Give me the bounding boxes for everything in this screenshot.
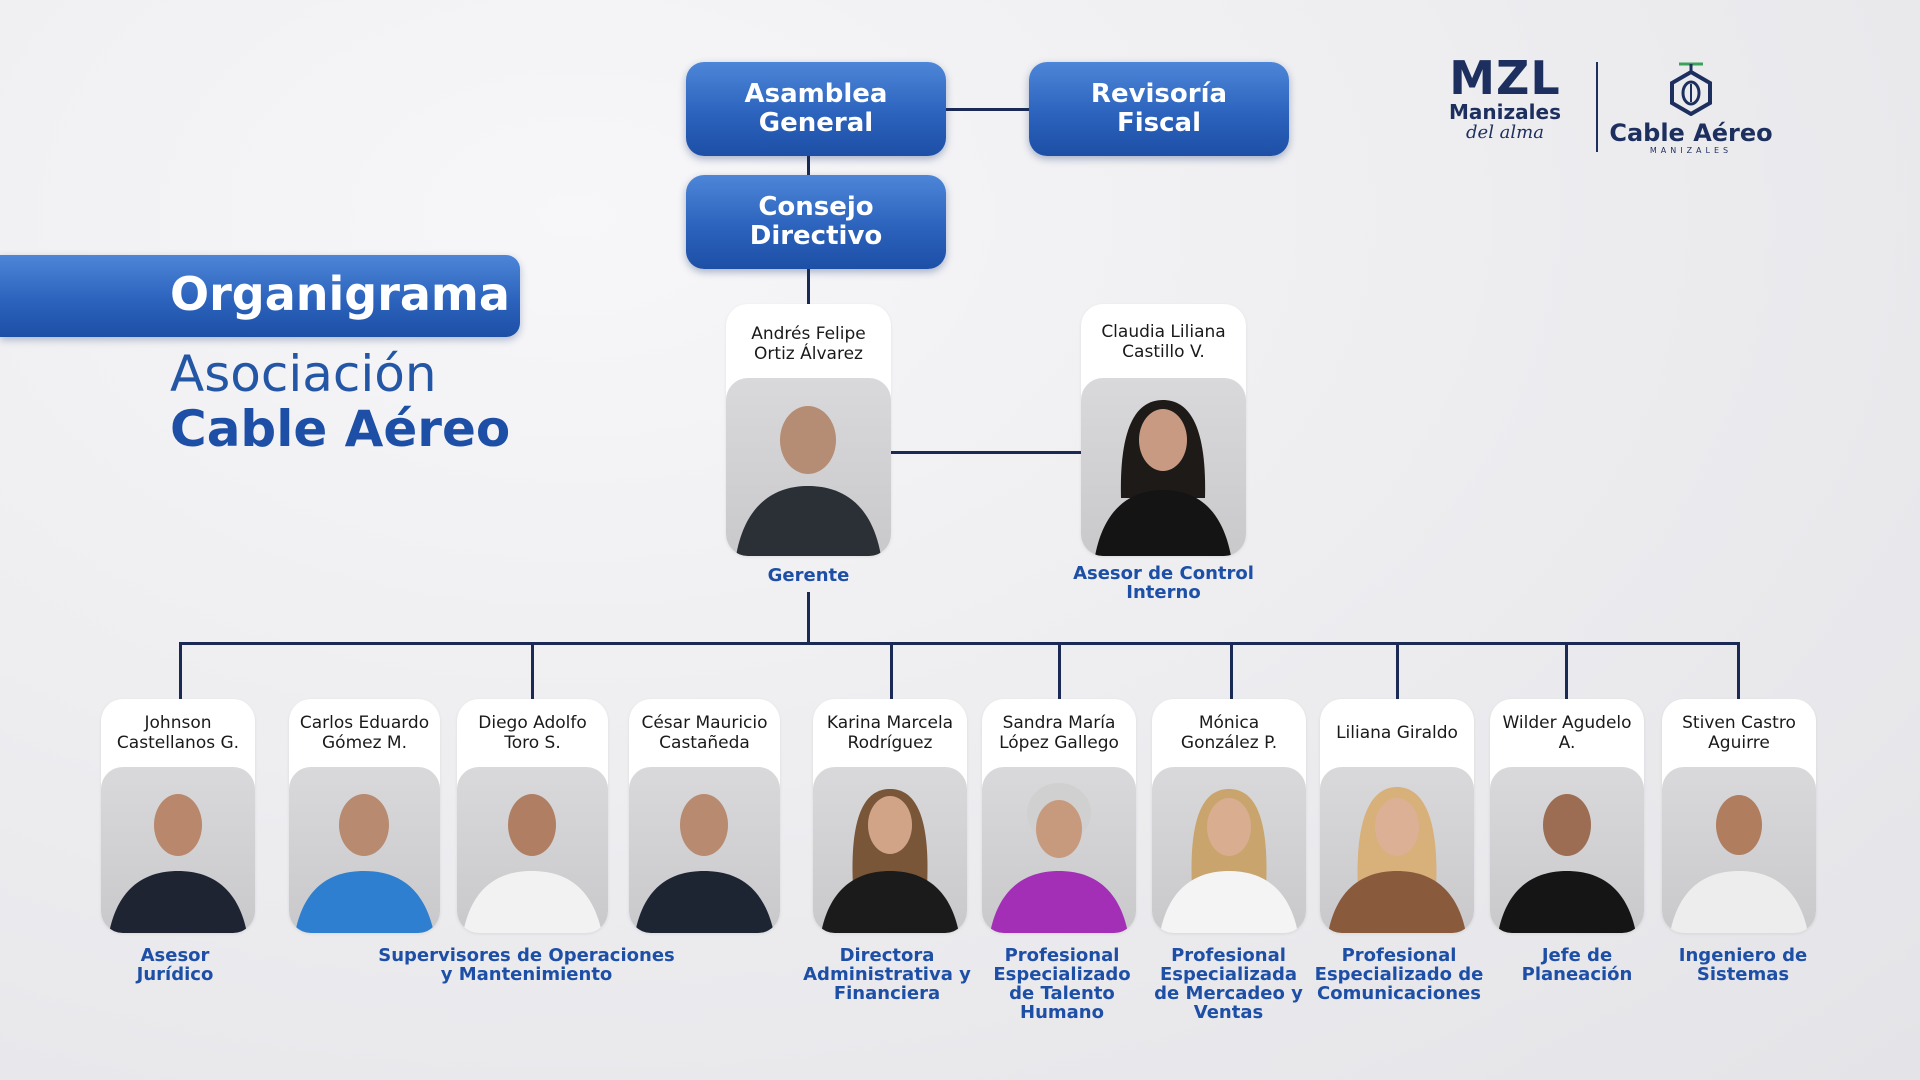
org-subtitle-line1: Asociación bbox=[170, 345, 437, 403]
cable-aereo-emblem-icon bbox=[1670, 62, 1712, 117]
person-name: Diego Adolfo Toro S. bbox=[478, 713, 587, 753]
person-photo bbox=[457, 767, 608, 933]
person-photo bbox=[1081, 378, 1246, 556]
staff-card-sandra: Sandra María López Gallego bbox=[982, 699, 1136, 933]
person-name: Sandra María López Gallego bbox=[999, 713, 1119, 753]
cable-aereo-logo: Cable Aéreo MANIZALES bbox=[1606, 60, 1776, 160]
person-name: Johnson Castellanos G. bbox=[116, 713, 240, 753]
portrait-silhouette-icon bbox=[821, 789, 959, 933]
portrait-silhouette-icon bbox=[109, 794, 247, 933]
revisoria-fiscal-box: Revisoría Fiscal bbox=[1029, 62, 1289, 156]
staff-card-carlos: Carlos Eduardo Gómez M. bbox=[289, 699, 440, 933]
mzl-logo: MZL Manizales del alma bbox=[1425, 55, 1585, 155]
asamblea-general-label: Asamblea General bbox=[744, 79, 888, 138]
role-talento-humano: Profesional Especializado de Talento Hum… bbox=[993, 945, 1131, 1023]
person-card-gerente: Andrés Felipe Ortiz Álvarez bbox=[726, 304, 891, 556]
person-name: Wilder Agudelo A. bbox=[1502, 713, 1632, 753]
role-directora: Directora Administrativa y Financiera bbox=[803, 945, 971, 1004]
portrait-silhouette-icon bbox=[295, 794, 434, 933]
person-name: Claudia Liliana Castillo V. bbox=[1101, 322, 1226, 362]
portrait-silhouette-icon bbox=[1328, 787, 1466, 933]
person-photo bbox=[1662, 767, 1816, 933]
role-supervisores: Supervisores de Operaciones y Mantenimie… bbox=[378, 945, 675, 985]
person-name: Mónica González P. bbox=[1180, 713, 1278, 753]
portrait-silhouette-icon bbox=[1095, 400, 1231, 556]
connector-asamblea-revisoria bbox=[945, 108, 1029, 111]
drop-stiven bbox=[1737, 642, 1740, 699]
role-asesor-juridico: Asesor Jurídico bbox=[136, 945, 214, 985]
person-photo bbox=[813, 767, 967, 933]
person-name: Carlos Eduardo Gómez M. bbox=[299, 713, 430, 753]
title-banner bbox=[0, 255, 520, 337]
person-name: Karina Marcela Rodríguez bbox=[826, 713, 954, 753]
person-name: César Mauricio Castañeda bbox=[641, 713, 768, 753]
person-photo bbox=[1490, 767, 1644, 933]
person-card-control-interno: Claudia Liliana Castillo V. bbox=[1081, 304, 1246, 556]
portrait-silhouette-icon bbox=[736, 406, 881, 556]
role-gerente: Gerente bbox=[767, 565, 850, 586]
asamblea-general-box: Asamblea General bbox=[686, 62, 946, 156]
drop-liliana bbox=[1396, 642, 1399, 699]
person-name: Stiven Castro Aguirre bbox=[1682, 713, 1796, 753]
person-photo bbox=[629, 767, 780, 933]
drop-karina bbox=[890, 642, 893, 699]
consejo-directivo-label: Consejo Directivo bbox=[749, 192, 883, 251]
mzl-tagline: del alma bbox=[1466, 122, 1544, 143]
org-subtitle-line2: Cable Aéreo bbox=[170, 400, 511, 458]
portrait-silhouette-icon bbox=[1498, 794, 1636, 933]
connector-consejo-gerente bbox=[807, 268, 810, 304]
person-photo bbox=[289, 767, 440, 933]
portrait-silhouette-icon bbox=[463, 794, 602, 933]
person-photo bbox=[1320, 767, 1474, 933]
staff-card-monica: Mónica González P. bbox=[1152, 699, 1306, 933]
mzl-mark: MZL bbox=[1449, 51, 1561, 105]
portrait-silhouette-icon bbox=[635, 794, 774, 933]
drop-monica bbox=[1230, 642, 1233, 699]
role-comunicaciones: Profesional Especializado de Comunicacio… bbox=[1314, 945, 1484, 1004]
logo-divider bbox=[1596, 62, 1598, 152]
role-sistemas: Ingeniero de Sistemas bbox=[1678, 945, 1808, 985]
connector-asamblea-consejo bbox=[807, 155, 810, 175]
person-name: Liliana Giraldo bbox=[1336, 723, 1458, 743]
connector-gerente-control bbox=[891, 451, 1081, 454]
role-planeacion: Jefe de Planeación bbox=[1521, 945, 1633, 985]
staff-card-karina: Karina Marcela Rodríguez bbox=[813, 699, 967, 933]
drop-sandra bbox=[1058, 642, 1061, 699]
staff-card-wilder: Wilder Agudelo A. bbox=[1490, 699, 1644, 933]
portrait-silhouette-icon bbox=[1160, 789, 1298, 933]
connector-horizontal-bus bbox=[179, 642, 1740, 645]
role-control-interno: Asesor de Control Interno bbox=[1073, 563, 1254, 603]
person-photo bbox=[1152, 767, 1306, 933]
staff-card-stiven: Stiven Castro Aguirre bbox=[1662, 699, 1816, 933]
person-photo bbox=[982, 767, 1136, 933]
portrait-silhouette-icon bbox=[1670, 795, 1808, 933]
drop-johnson bbox=[179, 642, 182, 699]
staff-card-cesar: César Mauricio Castañeda bbox=[629, 699, 780, 933]
person-photo bbox=[726, 378, 891, 556]
staff-card-liliana: Liliana Giraldo bbox=[1320, 699, 1474, 933]
mzl-name: Manizales bbox=[1449, 100, 1561, 124]
drop-wilder bbox=[1565, 642, 1568, 699]
person-name: Andrés Felipe Ortiz Álvarez bbox=[751, 324, 866, 364]
cable-aereo-sub: MANIZALES bbox=[1649, 146, 1733, 155]
staff-card-diego: Diego Adolfo Toro S. bbox=[457, 699, 608, 933]
drop-supervisores bbox=[531, 642, 534, 699]
connector-gerente-bus bbox=[807, 592, 810, 644]
person-photo bbox=[101, 767, 255, 933]
portrait-silhouette-icon bbox=[990, 783, 1128, 933]
cable-aereo-name: Cable Aéreo bbox=[1609, 119, 1773, 147]
revisoria-fiscal-label: Revisoría Fiscal bbox=[1090, 79, 1228, 138]
staff-card-johnson: Johnson Castellanos G. bbox=[101, 699, 255, 933]
role-mercadeo-ventas: Profesional Especializada de Mercadeo y … bbox=[1154, 945, 1303, 1023]
consejo-directivo-box: Consejo Directivo bbox=[686, 175, 946, 269]
page-title: Organigrama bbox=[170, 267, 510, 321]
